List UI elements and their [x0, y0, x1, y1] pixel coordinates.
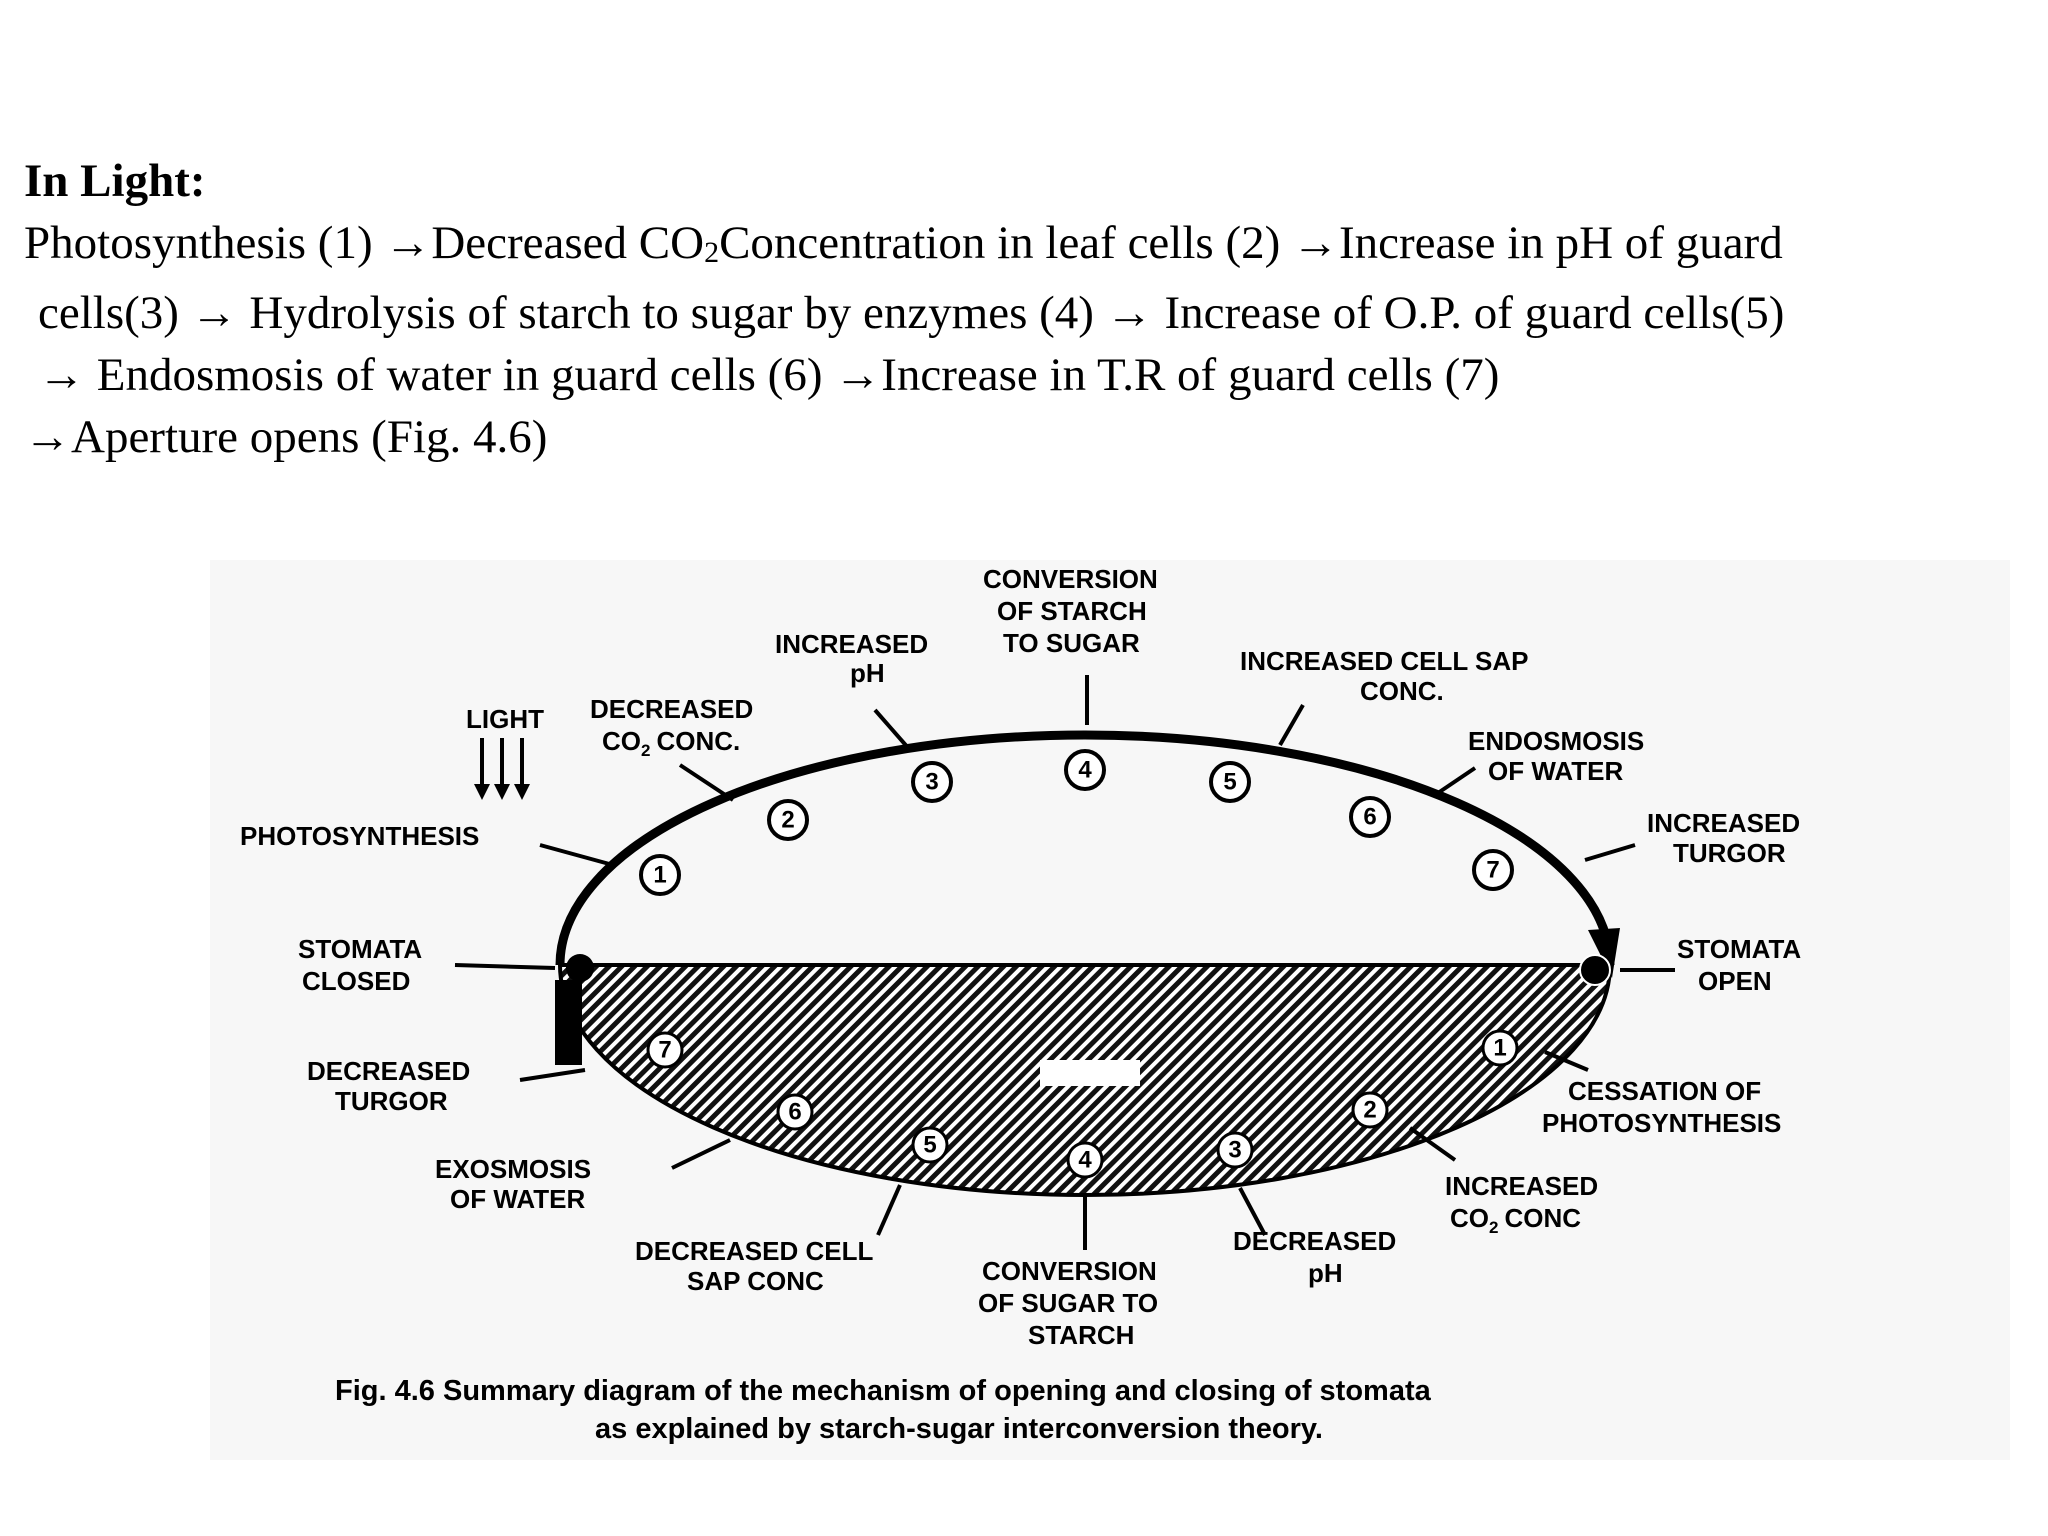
closing-arrow-bar — [555, 980, 582, 1065]
label-conversion-line2: OF STARCH — [997, 596, 1147, 626]
light-label: LIGHT — [466, 704, 544, 734]
top-step-7: 7 — [1472, 849, 1514, 891]
label-decreased-turgor-line1: DECREASED — [307, 1056, 470, 1086]
figure-panel: LIGHT 1 2 3 4 5 6 7 1 2 3 4 5 6 — [210, 560, 2010, 1460]
closed-pore-left — [566, 954, 594, 982]
svg-text:4: 4 — [1078, 757, 1092, 784]
top-step-1: 1 — [639, 854, 681, 896]
heading: In Light: — [24, 155, 206, 207]
svg-text:3: 3 — [1228, 1137, 1241, 1164]
figure-caption-line2: as explained by starch-sugar interconver… — [595, 1413, 1323, 1445]
svg-text:7: 7 — [1486, 857, 1499, 884]
label-exosmosis-line2: OF WATER — [450, 1184, 586, 1214]
label-photosynthesis: PHOTOSYNTHESIS — [240, 821, 479, 851]
bottom-step-1: 1 — [1481, 1029, 1519, 1067]
label-cell-sap-line2: CONC. — [1360, 676, 1444, 706]
label-increased-co2-line1: INCREASED — [1445, 1171, 1598, 1201]
label-decreased-co2-line1: DECREASED — [590, 694, 753, 724]
bottom-step-3: 3 — [1216, 1131, 1254, 1169]
bottom-step-7: 7 — [646, 1031, 684, 1069]
label-increased-ph-line1: INCREASED — [775, 629, 928, 659]
top-step-4: 4 — [1064, 749, 1106, 791]
svg-text:2: 2 — [781, 807, 794, 834]
svg-text:6: 6 — [788, 1099, 801, 1126]
bottom-step-markers: 1 2 3 4 5 6 7 — [646, 1029, 1519, 1179]
top-step-markers: 1 2 3 4 5 6 7 — [639, 749, 1514, 896]
top-step-5: 5 — [1209, 761, 1251, 803]
light-arrows — [474, 738, 530, 800]
svg-text:1: 1 — [1493, 1035, 1506, 1062]
line-2: cells(3) → Hydrolysis of starch to sugar… — [38, 287, 1785, 339]
label-stomata-open-line1: STOMATA — [1677, 934, 1801, 964]
label-cessation-line2: PHOTOSYNTHESIS — [1542, 1108, 1781, 1138]
svg-text:4: 4 — [1078, 1147, 1092, 1174]
label-stomata-open-line2: OPEN — [1698, 966, 1772, 996]
top-leader-lines — [454, 675, 1675, 972]
label-endosmosis-line2: OF WATER — [1488, 756, 1624, 786]
svg-text:6: 6 — [1363, 804, 1376, 831]
stomata-diagram: LIGHT 1 2 3 4 5 6 7 1 2 3 4 5 6 — [240, 564, 1801, 1445]
top-step-3: 3 — [911, 761, 953, 803]
svg-text:1: 1 — [653, 862, 666, 889]
line-4: →Aperture opens (Fig. 4.6) — [24, 411, 548, 463]
label-decreased-ph-line1: DECREASED — [1233, 1226, 1396, 1256]
label-increased-turgor-line2: TURGOR — [1673, 838, 1786, 868]
label-cessation-line1: CESSATION OF — [1568, 1076, 1761, 1106]
label-conversion-line3: TO SUGAR — [1003, 628, 1140, 658]
svg-text:3: 3 — [925, 769, 938, 796]
label-stomata-closed-line2: CLOSED — [302, 966, 410, 996]
line-3: → Endosmosis of water in guard cells (6)… — [38, 349, 1500, 401]
bottom-leader-lines — [519, 1050, 1589, 1250]
label-increased-turgor-line1: INCREASED — [1647, 808, 1800, 838]
svg-text:7: 7 — [658, 1037, 671, 1064]
svg-text:2: 2 — [1363, 1097, 1376, 1124]
label-decreased-sap-line1: DECREASED CELL — [635, 1236, 873, 1266]
label-cell-sap-line1: INCREASED CELL SAP — [1240, 646, 1528, 676]
line-1-part-b: Concentration in leaf cells (2) →Increas… — [719, 217, 1783, 269]
bottom-step-2: 2 — [1351, 1091, 1389, 1129]
label-stomata-closed-line1: STOMATA — [298, 934, 422, 964]
opening-arrow-head — [1588, 928, 1620, 978]
bottom-step-5: 5 — [911, 1126, 949, 1164]
opening-cycle-arc — [555, 730, 1615, 966]
bottom-step-6: 6 — [776, 1093, 814, 1131]
line-1-part-a: Photosynthesis (1) →Decreased CO — [24, 217, 705, 269]
label-conversion-line1: CONVERSION — [983, 564, 1158, 594]
top-step-2: 2 — [767, 799, 809, 841]
open-pore-right — [1579, 954, 1611, 986]
label-sugar-to-starch-line1: CONVERSION — [982, 1256, 1157, 1286]
top-step-6: 6 — [1349, 796, 1391, 838]
label-decreased-turgor-line2: TURGOR — [335, 1086, 448, 1116]
label-decreased-sap-line2: SAP CONC — [687, 1266, 824, 1296]
slide-text: In Light: Photosynthesis (1) →Decreased … — [24, 150, 2024, 468]
label-decreased-ph-line2: pH — [1308, 1258, 1343, 1288]
label-sugar-to-starch-line2: OF SUGAR TO — [978, 1288, 1158, 1318]
label-sugar-to-starch-line3: STARCH — [1028, 1320, 1134, 1350]
label-increased-ph-line2: pH — [850, 658, 885, 688]
label-endosmosis-line1: ENDOSMOSIS — [1468, 726, 1644, 756]
svg-text:5: 5 — [1223, 769, 1236, 796]
line-1-subscript: 2 — [704, 236, 720, 269]
line-1: Photosynthesis (1) →Decreased CO2Concent… — [24, 212, 2024, 274]
bottom-step-4: 4 — [1066, 1141, 1104, 1179]
label-exosmosis-line1: EXOSMOSIS — [435, 1154, 591, 1184]
svg-text:5: 5 — [923, 1132, 936, 1159]
center-pore-mark — [1040, 1060, 1140, 1086]
figure-caption-line1: Fig. 4.6 Summary diagram of the mechanis… — [335, 1375, 1432, 1407]
